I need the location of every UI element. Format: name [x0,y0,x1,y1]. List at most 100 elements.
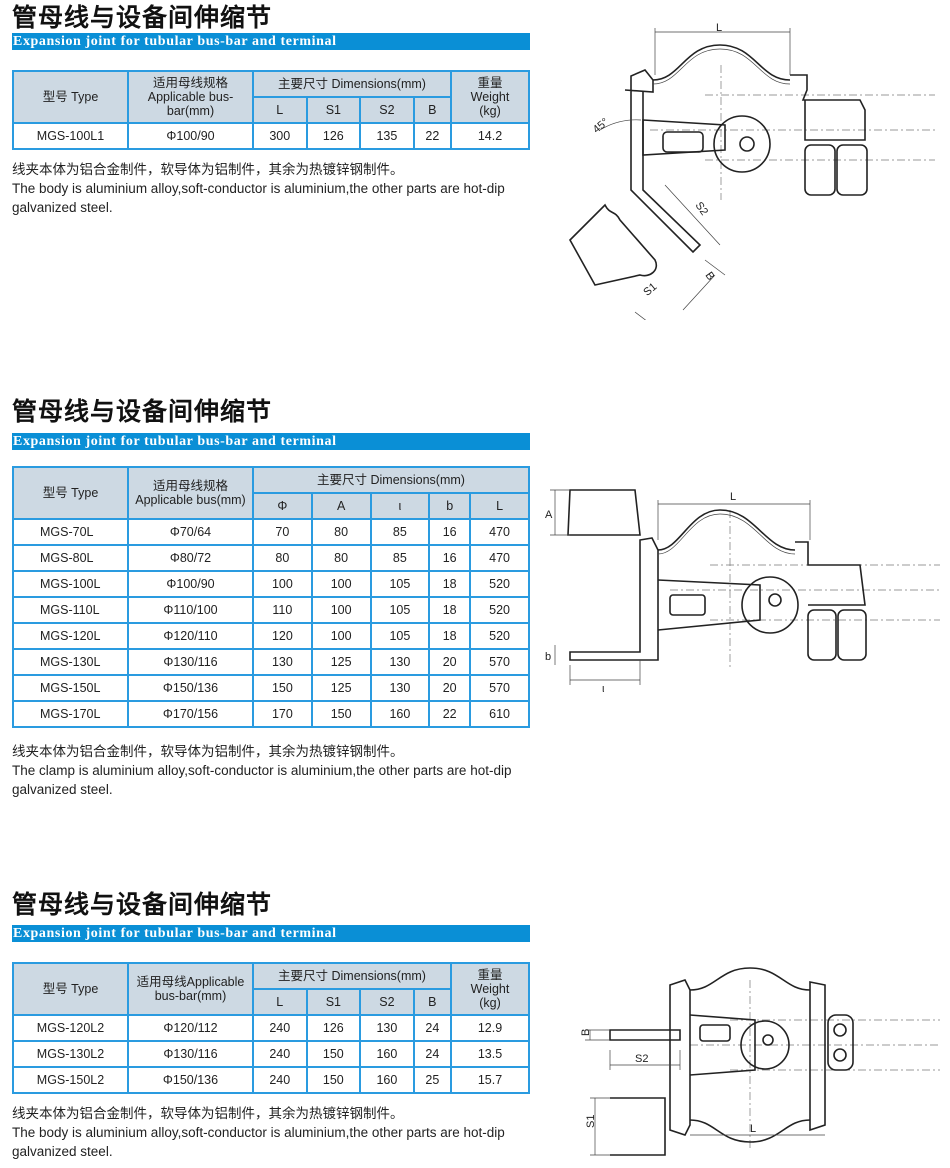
cell-applicable: Φ70/64 [127,518,254,546]
dim-label-L: L [750,1123,756,1135]
cell-value: 18 [428,570,472,598]
description: 线夹本体为铝合金制件，软导体为铝制件，其余为热镀锌钢制件。The body is… [12,1106,505,1159]
cell-value: 520 [469,622,530,650]
cell-value: 80 [310,544,372,572]
cell-value: 18 [428,622,472,650]
header-dim: L [252,988,308,1016]
dim-label-B: B [580,1029,592,1036]
cell-value: 105 [369,596,431,624]
cell-value: 24 [412,1014,453,1042]
description: 线夹本体为铝合金制件，软导体为铝制件，其余为热镀锌钢制件。The body is… [12,162,505,215]
header-dim: S2 [359,988,415,1016]
cell-value: 125 [310,674,372,702]
cell-value: 130 [369,648,431,676]
cell-model: MGS-80L [12,544,129,572]
cell-applicable: Φ150/136 [127,674,254,702]
section-title: 管母线与设备间伸缩节 [12,3,273,32]
cell-applicable: Φ120/112 [127,1014,254,1042]
dim-label-S2: S2 [693,200,711,218]
cell-value: 15.7 [450,1066,530,1094]
description: 线夹本体为铝合金制件，软导体为铝制件，其余为热镀锌钢制件。The clamp i… [12,744,512,797]
cell-value: 100 [252,570,313,598]
cell-value: 24 [412,1040,453,1068]
cell-value: 135 [359,122,415,150]
header-dim: L [252,96,308,124]
cell-value: 130 [369,674,431,702]
header-dim: A [310,492,372,520]
cell-value: 160 [369,700,431,728]
cell-model: MGS-170L [12,700,129,728]
section-subtitle-bar: Expansion joint for tubular bus-bar and … [12,33,530,50]
cell-value: 20 [428,648,472,676]
cell-value: 105 [369,570,431,598]
header-type: 型号 Type [12,466,129,520]
cell-value: 126 [305,122,362,150]
cell-value: 20 [428,674,472,702]
cell-value: 16 [428,518,472,546]
cell-applicable: Φ120/110 [127,622,254,650]
cell-applicable: Φ110/100 [127,596,254,624]
cell-value: 520 [469,570,530,598]
cell-value: 25 [412,1066,453,1094]
header-dim: S1 [305,96,362,124]
cell-value: 125 [310,648,372,676]
cell-value: 470 [469,518,530,546]
cell-value: 570 [469,674,530,702]
diagram-mgs-l: L A b ι [545,489,940,695]
cell-model: MGS-150L2 [12,1066,129,1094]
diagram-mgs-l1: L 45° S2 B S1 [569,22,935,320]
cell-applicable: Φ100/90 [127,122,254,150]
cell-value: 300 [252,122,308,150]
cell-value: 240 [252,1040,308,1068]
header-dim: L [469,492,530,520]
header-dim: B [412,988,453,1016]
cell-applicable: Φ100/90 [127,570,254,598]
diagram-mgs-l2: B S2 S1 L [580,967,940,1156]
cell-value: 85 [369,518,431,546]
cell-value: 126 [305,1014,362,1042]
cell-value: 520 [469,596,530,624]
cell-value: 80 [252,544,313,572]
cell-value: 120 [252,622,313,650]
cell-model: MGS-130L [12,648,129,676]
cell-value: 150 [305,1040,362,1068]
dim-label-L: L [716,22,722,34]
header-dim: S1 [305,988,362,1016]
cell-value: 150 [305,1066,362,1094]
dim-label-t: ι [602,683,605,695]
dim-label-S1: S1 [641,281,659,299]
dim-label-b: b [545,651,551,663]
header-dim: B [412,96,453,124]
dim-label-S2: S2 [635,1053,648,1065]
cell-value: 160 [359,1066,415,1094]
cell-value: 160 [359,1040,415,1068]
cell-value: 470 [469,544,530,572]
cell-model: MGS-120L [12,622,129,650]
cell-value: 240 [252,1014,308,1042]
cell-value: 570 [469,648,530,676]
cell-value: 18 [428,596,472,624]
section-subtitle-bar: Expansion joint for tubular bus-bar and … [12,925,530,942]
dim-label-L: L [730,491,736,503]
cell-value: 130 [359,1014,415,1042]
cell-value: 80 [310,518,372,546]
cell-applicable: Φ130/116 [127,648,254,676]
cell-value: 22 [428,700,472,728]
cell-model: MGS-100L [12,570,129,598]
cell-value: 150 [252,674,313,702]
cell-model: MGS-100L1 [12,122,129,150]
